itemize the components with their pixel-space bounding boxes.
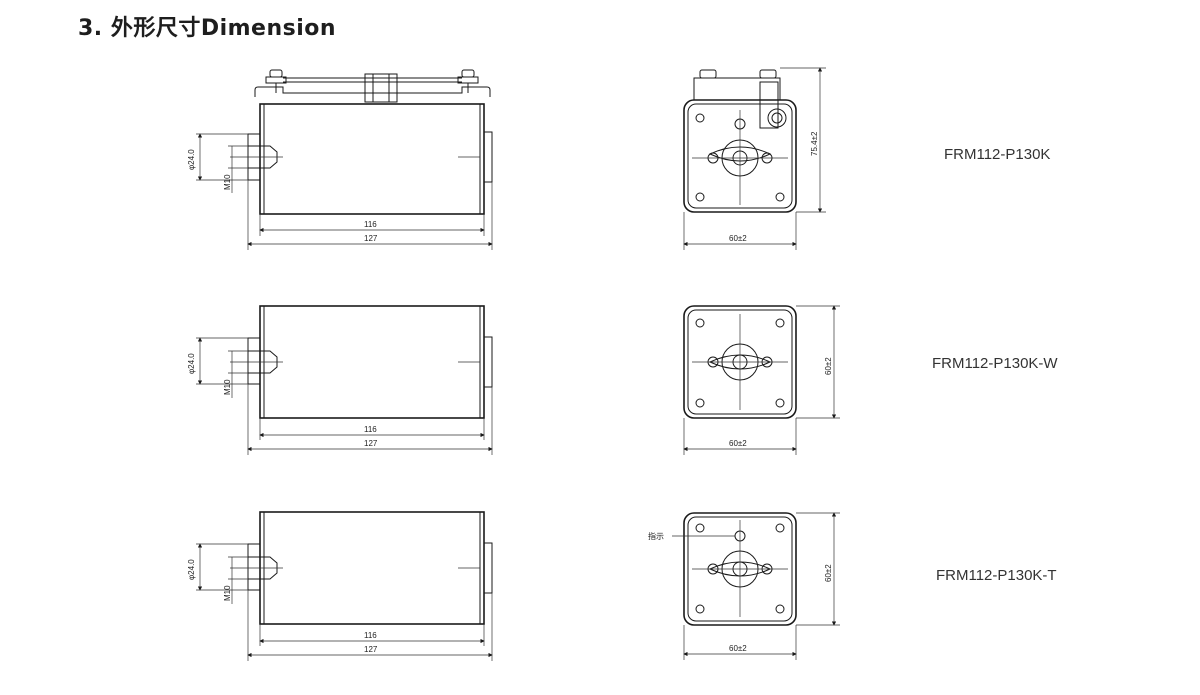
end-view-2 [683,305,840,455]
height-label-3: 60±2 [824,564,833,582]
body-length-label-1: 116 [364,220,377,229]
total-length-label-3: 127 [364,645,378,654]
height-label-2: 60±2 [824,357,833,375]
end-view-1 [683,67,826,250]
diameter-label-3: φ24.0 [187,559,196,580]
side-view-1 [196,69,493,250]
model-label-3: FRM112-P130K-T [936,567,1057,584]
thread-label-1: M10 [223,174,232,190]
end-view-3 [672,512,840,660]
width-label-1: 60±2 [729,234,747,243]
side-view-2 [196,305,493,455]
page-title: 3. 外形尺寸Dimension [78,16,337,41]
thread-label-2: M10 [223,379,232,395]
diameter-label-1: φ24.0 [187,149,196,170]
total-length-label-2: 127 [364,439,378,448]
height-label-1: 75.4±2 [810,131,819,156]
total-length-label-1: 127 [364,234,378,243]
model-label-2: FRM112-P130K-W [932,355,1058,372]
side-view-3 [196,511,493,661]
width-label-3: 60±2 [729,644,747,653]
diameter-label-2: φ24.0 [187,353,196,374]
body-length-label-2: 116 [364,425,377,434]
width-label-2: 60±2 [729,439,747,448]
model-label-1: FRM112-P130K [944,146,1050,163]
thread-label-3: M10 [223,585,232,601]
body-length-label-3: 116 [364,631,377,640]
indicator-label: 指示 [648,531,664,541]
